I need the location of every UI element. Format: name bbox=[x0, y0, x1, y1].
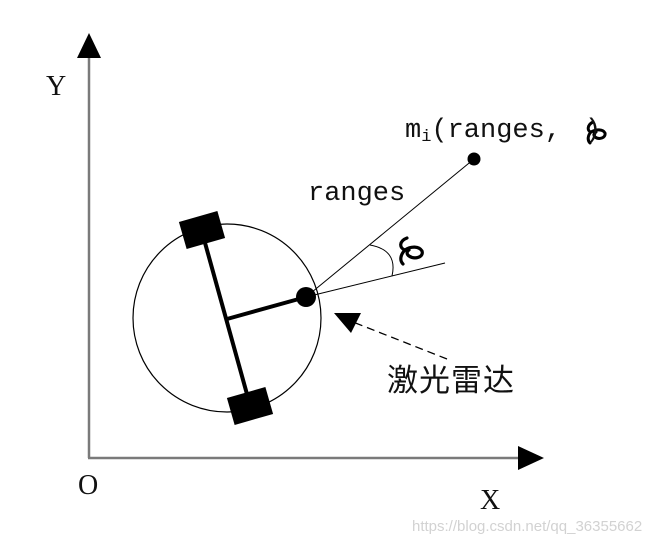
point-name: m bbox=[405, 116, 422, 146]
robot-body-circle bbox=[132, 223, 322, 413]
lidar-mount-arm bbox=[226, 295, 307, 321]
x-axis-label: X bbox=[480, 485, 501, 516]
lidar-dot bbox=[296, 287, 316, 307]
heading-ray bbox=[305, 262, 446, 298]
target-point-mi bbox=[467, 152, 481, 166]
phi-in-label-icon bbox=[586, 120, 607, 145]
lidar-pointer-arrow-icon bbox=[334, 313, 361, 333]
angle-arc bbox=[369, 244, 394, 277]
point-mi-label: mi(ranges,) bbox=[405, 116, 602, 147]
point-subscript: i bbox=[421, 128, 432, 147]
x-axis-arrow-icon bbox=[518, 446, 544, 470]
robot-axle bbox=[200, 231, 252, 406]
lidar-pointer-dashed-line bbox=[352, 321, 448, 360]
point-args-close: ) bbox=[585, 116, 602, 146]
phi-angle-icon bbox=[399, 236, 424, 266]
y-axis-label: Y bbox=[46, 71, 67, 102]
range-label: ranges bbox=[308, 179, 406, 209]
lidar-label: 激光雷达 bbox=[387, 363, 515, 399]
watermark: https://blog.csdn.net/qq_36355662 bbox=[412, 518, 643, 535]
bottom-wheel bbox=[226, 387, 274, 425]
top-wheel bbox=[178, 211, 226, 249]
point-args: (ranges, bbox=[431, 116, 562, 146]
origin-label: O bbox=[78, 470, 99, 501]
y-axis-arrow-icon bbox=[77, 33, 101, 58]
range-ray bbox=[305, 158, 475, 298]
